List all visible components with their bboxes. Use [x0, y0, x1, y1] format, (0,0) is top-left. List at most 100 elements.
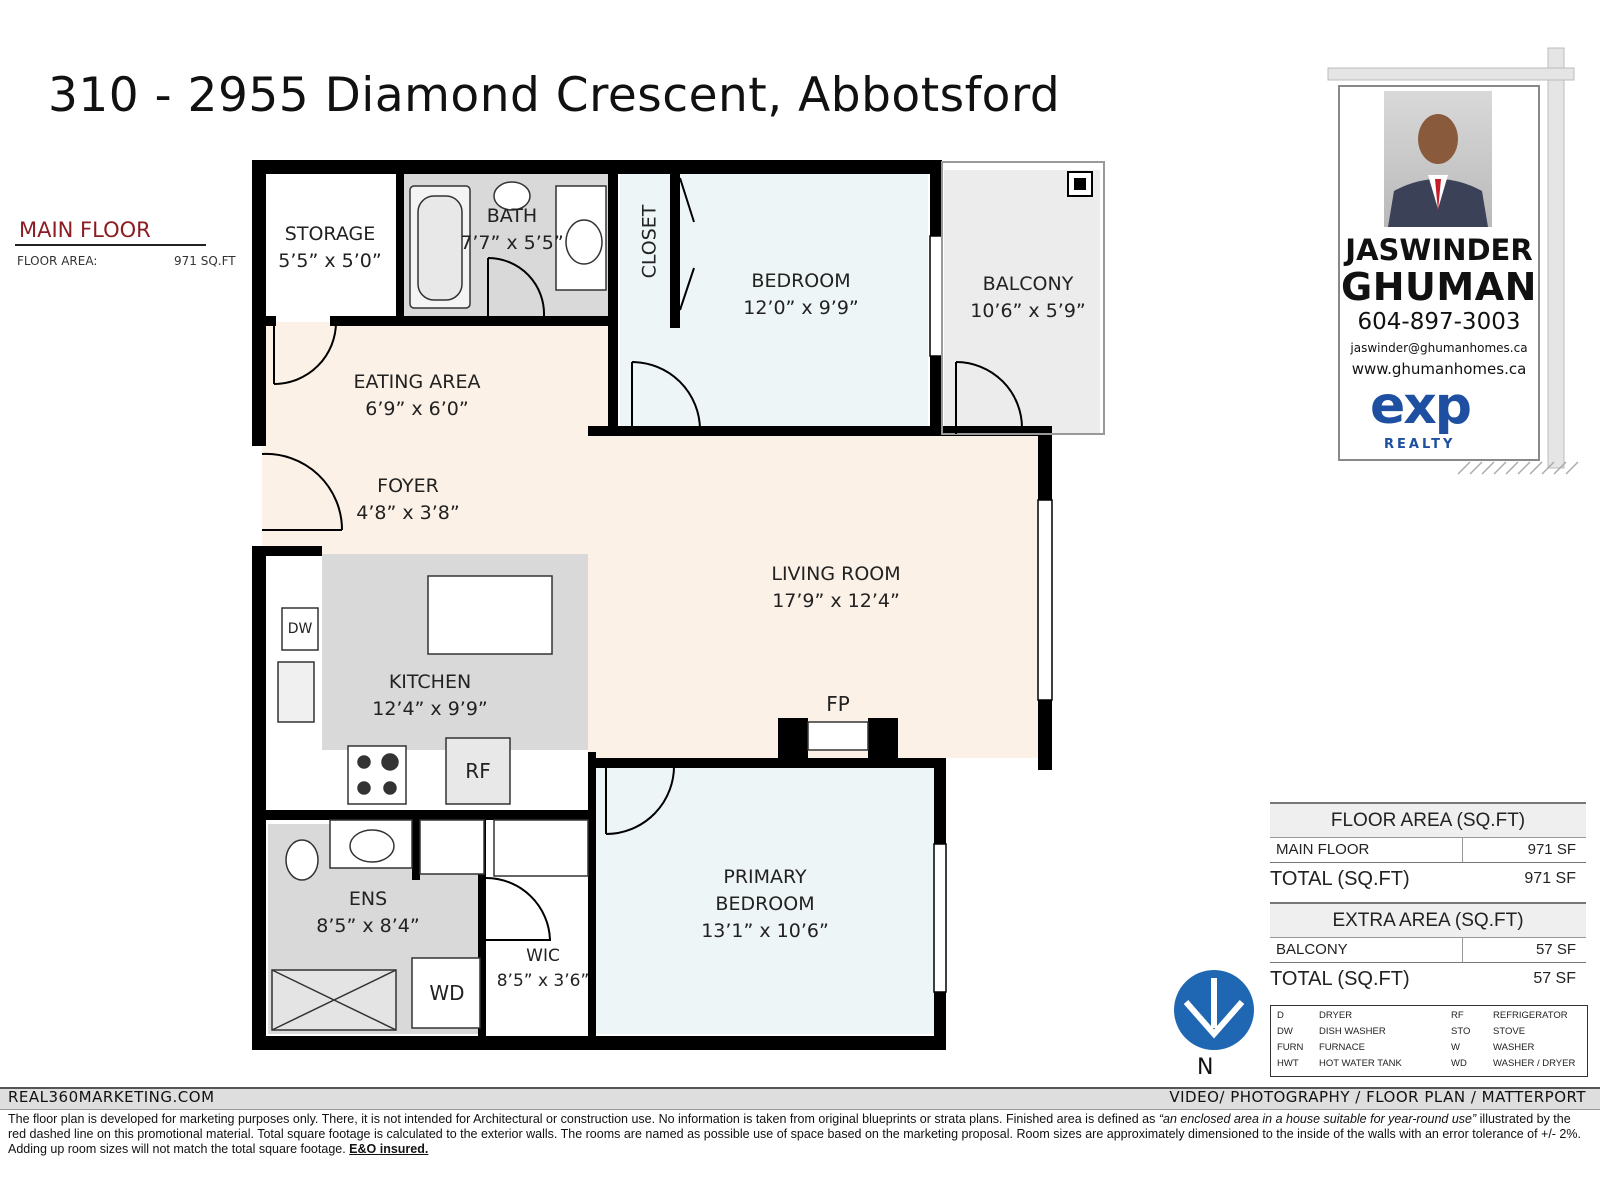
agent-photo — [1384, 91, 1492, 227]
door-wic — [485, 877, 552, 941]
room-balcony-name: BALCONY — [982, 273, 1074, 295]
sign-post — [1327, 47, 1579, 475]
extra-total-row: TOTAL (SQ.FT) 57 SF — [1270, 963, 1586, 995]
extra-total-label: TOTAL (SQ.FT) — [1270, 968, 1410, 990]
room-primary-name-1: PRIMARY — [723, 866, 807, 888]
bath-toilet — [493, 181, 531, 211]
wall-bath-bottom — [330, 316, 618, 326]
wall-ens-wic — [478, 820, 486, 1050]
agent-last-name: GHUMAN — [1341, 265, 1537, 309]
door-eating — [273, 321, 337, 385]
disclaimer-text-2: illustrated by the red dashed line on th… — [8, 1112, 1581, 1156]
room-bedroom: BEDROOM 12’0” x 9’9” — [743, 268, 859, 322]
ens-sink — [349, 829, 395, 863]
room-foyer: FOYER 4’8” x 3’8” — [356, 473, 459, 527]
fridge — [445, 737, 511, 805]
legend-meaning: DRYER — [1319, 1010, 1353, 1021]
wall-fireplace-left — [778, 718, 808, 762]
room-ensuite-name: ENS — [348, 888, 388, 910]
legend-code: FURN — [1277, 1042, 1304, 1053]
room-wic-size: 8’5” x 3’6” — [496, 971, 590, 991]
exp-logo: exp — [1370, 376, 1472, 436]
room-living: LIVING ROOM 17’9” x 12’4” — [771, 561, 900, 615]
wall-primary-left — [588, 752, 596, 1050]
room-kitchen-name: KITCHEN — [388, 671, 472, 693]
agent-phone: 604-897-3003 — [1357, 309, 1521, 335]
room-kitchen: KITCHEN 12’4” x 9’9” — [372, 669, 488, 723]
extra-row-value: 57 SF — [1535, 941, 1576, 958]
room-wic-name: WIC — [526, 946, 560, 966]
table-row: MAIN FLOOR 971 SF — [1270, 838, 1586, 863]
page-title: 310 - 2955 Diamond Crescent, Abbotsford — [48, 68, 1061, 123]
agent-card: JASWINDER GHUMAN 604-897-3003 jaswinder@… — [1338, 85, 1540, 461]
legend-code: RF — [1451, 1010, 1464, 1021]
stove-burners — [357, 753, 399, 795]
wall-top — [252, 160, 942, 174]
wall-storage-bottom — [266, 316, 276, 326]
wall-closet-right — [670, 160, 680, 328]
room-bath-size: 7’7” x 5’5” — [460, 232, 564, 254]
agent-website: www.ghumanhomes.ca — [1351, 360, 1527, 378]
floor-row-label: MAIN FLOOR — [1276, 841, 1370, 858]
room-eating-area-name: EATING AREA — [353, 371, 481, 393]
floor-plan — [252, 160, 1105, 1050]
legend-code: HWT — [1277, 1058, 1299, 1069]
floor-area-label: FLOOR AREA: — [17, 254, 98, 268]
fixtures — [271, 181, 869, 1031]
room-storage: STORAGE 5’5” x 5’0” — [278, 221, 381, 275]
room-primary-size: 13’1” x 10’6” — [701, 920, 829, 942]
exp-logo-sub: REALTY — [1384, 437, 1456, 452]
legend-meaning: DISH WASHER — [1319, 1026, 1386, 1037]
abbreviation-legend: D DRYER DW DISH WASHER FURN FURNACE HWT … — [1270, 1005, 1588, 1077]
floor-row-value: 971 SF — [1527, 841, 1576, 858]
room-balcony-size: 10’6” x 5’9” — [970, 300, 1086, 322]
primary-fill — [596, 764, 934, 1034]
room-eating-area: EATING AREA 6’9” x 6’0” — [354, 369, 481, 423]
wall-bedroom-left — [608, 160, 618, 432]
wall-left-upper — [252, 160, 266, 446]
floor-total-row: TOTAL (SQ.FT) 971 SF — [1270, 863, 1586, 895]
room-bath-name: BATH — [486, 205, 538, 227]
wall-foyer-kitchen — [252, 546, 322, 556]
fixture-fp-label: FP — [826, 692, 850, 716]
eating-fill — [262, 322, 612, 442]
floor-total-value: 971 SF — [1524, 870, 1576, 887]
wall-ens-top-mid — [412, 820, 420, 880]
window-living — [1037, 499, 1053, 701]
room-foyer-size: 4’8” x 3’8” — [356, 502, 460, 524]
wic-shelf-2 — [493, 819, 589, 877]
footer-website: REAL360MARKETING.COM — [8, 1088, 215, 1106]
legend-code: D — [1277, 1010, 1284, 1021]
door-balcony — [955, 361, 1023, 434]
legend-code: STO — [1451, 1026, 1471, 1037]
window-bedroom — [929, 235, 943, 357]
kitchen-sink — [277, 661, 315, 723]
extra-row-label: BALCONY — [1276, 941, 1348, 958]
wic-fill — [484, 880, 588, 1034]
ens-toilet — [285, 839, 319, 881]
room-bedroom-size: 12’0” x 9’9” — [743, 297, 859, 319]
legend-code: W — [1451, 1042, 1460, 1053]
washer-dryer — [411, 957, 481, 1029]
footer-services: VIDEO/ PHOTOGRAPHY / FLOOR PLAN / MATTER… — [1169, 1088, 1586, 1106]
agent-portrait-icon — [1388, 114, 1488, 227]
legend-meaning: WASHER / DRYER — [1493, 1058, 1576, 1069]
disclaimer-eo: E&O insured. — [349, 1142, 429, 1156]
legend-meaning: WASHER — [1493, 1042, 1535, 1053]
table-row: BALCONY 57 SF — [1270, 938, 1586, 963]
extra-total-value: 57 SF — [1533, 970, 1576, 987]
foyer-fill — [262, 442, 592, 554]
agent-email: jaswinder@ghumanhomes.ca — [1350, 341, 1528, 355]
balcony-fill — [944, 170, 1100, 434]
room-primary-name-2: BEDROOM — [715, 893, 815, 915]
compass-north-icon — [1174, 970, 1254, 1050]
door-primary — [605, 763, 676, 835]
floor-area-value: 971 SQ.FT — [174, 254, 236, 268]
extra-area-table-header: EXTRA AREA (SQ.FT) — [1270, 902, 1586, 938]
wall-storage-right — [396, 160, 404, 324]
wall-bottom — [252, 1036, 946, 1050]
floor-label: MAIN FLOOR — [19, 218, 151, 242]
fixture-dw-label: DW — [287, 621, 313, 637]
kitchen-island — [427, 575, 553, 655]
legend-code: WD — [1451, 1058, 1467, 1069]
